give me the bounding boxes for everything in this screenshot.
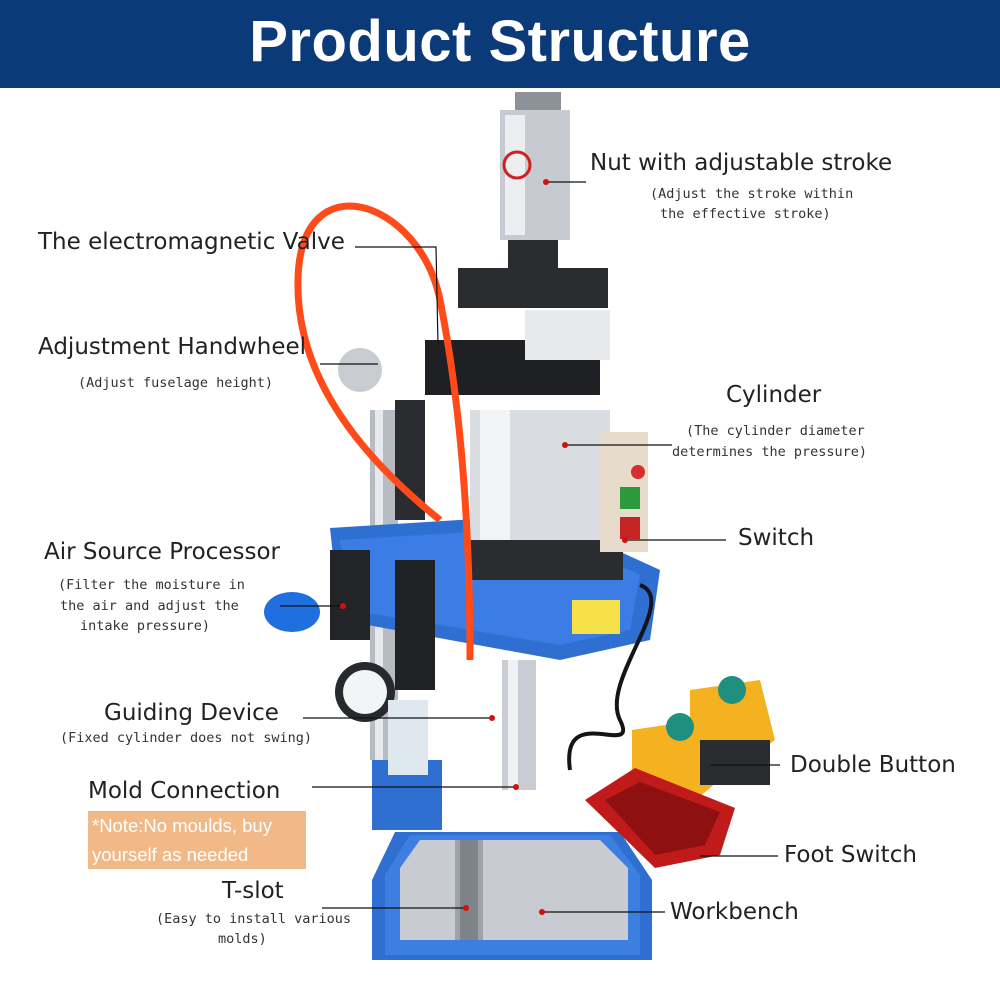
page-title: Product Structure bbox=[249, 9, 751, 74]
air-sub3: intake pressure) bbox=[80, 618, 211, 634]
stroke-nut bbox=[500, 92, 570, 270]
handwheel-sub1: (Adjust fuselage height) bbox=[78, 375, 274, 391]
mold-label: Mold Connection bbox=[88, 778, 281, 804]
power-cable bbox=[567, 583, 654, 771]
workbench-base bbox=[372, 832, 652, 960]
mold-note: *Note:No moulds, buy yourself as needed bbox=[88, 811, 306, 869]
cylinder-label: Cylinder bbox=[726, 382, 822, 408]
air-processor bbox=[264, 550, 435, 775]
tslot-sub2: molds) bbox=[218, 931, 267, 947]
leader-dots bbox=[340, 179, 628, 915]
mold-note-line1: *Note:No moulds, buy bbox=[92, 815, 272, 836]
switch-box bbox=[600, 432, 648, 552]
air-processor-label: Air Source Processor bbox=[44, 539, 280, 565]
cylinder-sub2: determines the pressure) bbox=[672, 444, 868, 460]
air-sub1: (Filter the moisture in bbox=[58, 577, 245, 593]
header-bar: Product Structure bbox=[0, 0, 1000, 88]
nut-label: Nut with adjustable stroke bbox=[590, 150, 893, 176]
leader-lines bbox=[280, 181, 780, 913]
mold-note-line2: yourself as needed bbox=[92, 844, 249, 865]
cylinder-sub1: (The cylinder diameter bbox=[686, 423, 865, 439]
air-hose bbox=[294, 202, 474, 661]
foot-switch-label: Foot Switch bbox=[784, 842, 917, 868]
foot-switch-device bbox=[585, 768, 735, 868]
workbench-label: Workbench bbox=[670, 899, 799, 925]
handwheel-label: Adjustment Handwheel bbox=[38, 334, 307, 360]
nut-sub1: (Adjust the stroke within bbox=[650, 186, 854, 202]
double-button-device bbox=[632, 676, 775, 805]
tslot-label: T-slot bbox=[222, 878, 284, 904]
valve-label: The electromagnetic Valve bbox=[38, 229, 345, 255]
tslot-sub1: (Easy to install various bbox=[156, 911, 352, 927]
switch-label: Switch bbox=[738, 525, 815, 551]
guiding-sub1: (Fixed cylinder does not swing) bbox=[60, 730, 312, 746]
double-button-label: Double Button bbox=[790, 752, 956, 778]
cylinder-body bbox=[458, 268, 623, 580]
guiding-label: Guiding Device bbox=[104, 700, 279, 726]
air-sub2: the air and adjust the bbox=[60, 598, 239, 614]
nut-sub2: the effective stroke) bbox=[660, 206, 831, 222]
